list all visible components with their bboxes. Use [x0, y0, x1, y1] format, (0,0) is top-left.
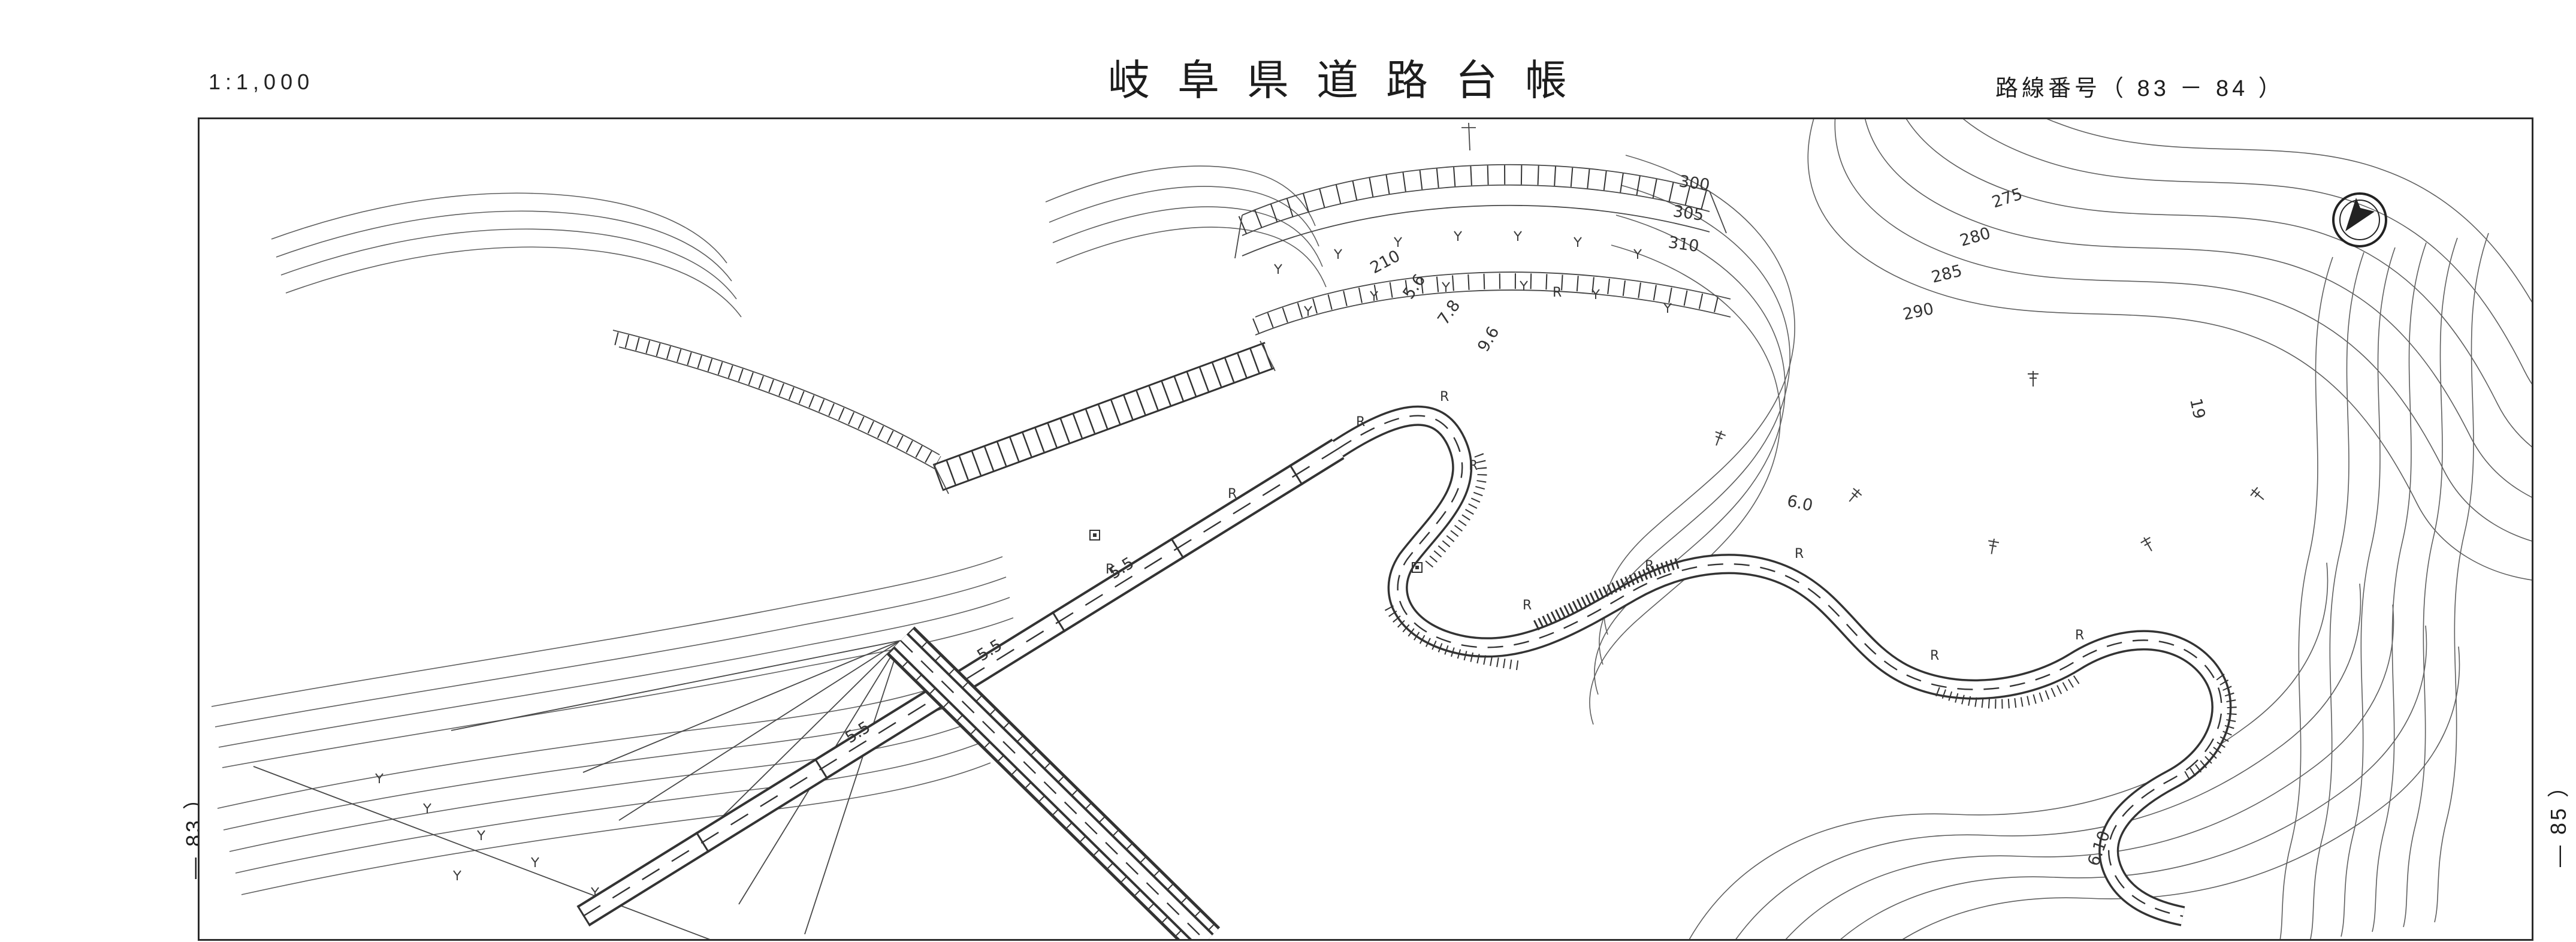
tree-symbol — [1442, 282, 1450, 292]
pole-symbol — [2027, 370, 2039, 387]
benchmark-dot — [1415, 566, 1419, 569]
pole-symbol — [1985, 537, 2000, 556]
slope-hatching — [1384, 453, 2237, 782]
map-frame: R R R R R R R R R R R 290 285 280 275 30… — [198, 117, 2533, 941]
r-marker: R — [1523, 598, 1532, 613]
tree-symbol — [1514, 231, 1522, 241]
benchmark-symbol — [1412, 562, 1423, 573]
contour-lines-upper-left — [271, 192, 742, 318]
radius-markers: R R R R R R R R R R R — [1106, 285, 2084, 663]
contour-label-290: 290 — [1901, 300, 1935, 324]
tree-symbol — [1454, 231, 1462, 241]
steep-road-lower-left — [886, 626, 1221, 939]
r-marker: R — [1553, 285, 1562, 300]
r-marker: R — [1795, 547, 1804, 561]
map-drawing: R R R R R R R R R R R 290 285 280 275 30… — [211, 119, 2532, 939]
benchmark-symbol — [1089, 530, 1100, 541]
contour-labels: 290 285 280 275 300 305 310 — [1667, 172, 2025, 324]
r-marker: R — [1106, 562, 1115, 577]
tree-symbol — [423, 803, 431, 814]
r-marker: R — [1469, 458, 1478, 473]
contour-label-310: 310 — [1667, 233, 1700, 256]
r-marker: R — [1228, 487, 1237, 502]
retaining-wall — [1234, 122, 1733, 336]
tree-symbol — [531, 857, 539, 868]
tree-symbol — [1334, 249, 1342, 259]
contour-label-285: 285 — [1929, 261, 1964, 287]
width-label: 7.8 — [1434, 297, 1464, 328]
tree-symbol — [1274, 264, 1282, 274]
tree-symbol — [477, 830, 485, 841]
contour-lines-lower-left — [211, 556, 1014, 895]
tree-symbol — [453, 870, 461, 881]
r-marker: R — [1930, 648, 1939, 663]
benchmark-dot — [1093, 533, 1097, 537]
parcel-boundary-lines — [253, 640, 901, 939]
width-label: 9.6 — [1474, 324, 1503, 355]
pole-symbol — [2139, 534, 2157, 555]
north-arrow-icon — [2332, 192, 2387, 247]
tree-symbol — [1304, 306, 1312, 316]
contour-lines-right-edge — [2279, 233, 2489, 939]
bridge-structure — [932, 340, 1276, 494]
pole-symbol — [1844, 485, 1864, 506]
tree-symbol — [1663, 303, 1672, 313]
tree-symbol — [1574, 237, 1582, 247]
width-label: 6.0 — [1786, 492, 1814, 515]
survey-symbols — [1089, 370, 2268, 573]
contour-lines-upper-right — [1807, 119, 2532, 581]
branch-road-upper-left — [612, 330, 941, 470]
spot-label-210: 210 — [1367, 247, 1403, 278]
vegetation-symbols — [375, 231, 1672, 898]
r-marker: R — [2075, 628, 2084, 643]
contour-lines-lower-right — [1689, 562, 2460, 939]
tree-symbol — [1394, 237, 1402, 247]
spot-label-19: 19 — [2186, 397, 2208, 421]
pole-symbol — [2248, 485, 2268, 505]
r-marker: R — [1645, 558, 1654, 573]
contour-label-275: 275 — [1990, 185, 2025, 212]
page-title: 岐阜県道路台帳 — [1108, 58, 1594, 104]
contour-lines-near-wall — [1045, 165, 1327, 288]
pole-symbol — [1710, 428, 1728, 448]
map-scale-label: 1:1,000 — [209, 70, 315, 94]
contour-label-280: 280 — [1958, 224, 1992, 250]
r-marker: R — [1440, 390, 1449, 404]
main-road-winding — [1332, 405, 2232, 926]
contour-label-300: 300 — [1678, 172, 1711, 195]
tree-symbol — [1520, 280, 1528, 291]
r-marker: R — [1356, 415, 1365, 430]
contour-label-305: 305 — [1672, 202, 1705, 225]
route-number-label: 路線番号（ 83 － 84 ） — [1995, 76, 2285, 101]
tree-symbol — [375, 773, 383, 784]
adjacent-sheet-label-right: ― 85 ） — [2546, 773, 2571, 868]
width-label: 5.6 — [1399, 271, 1429, 303]
